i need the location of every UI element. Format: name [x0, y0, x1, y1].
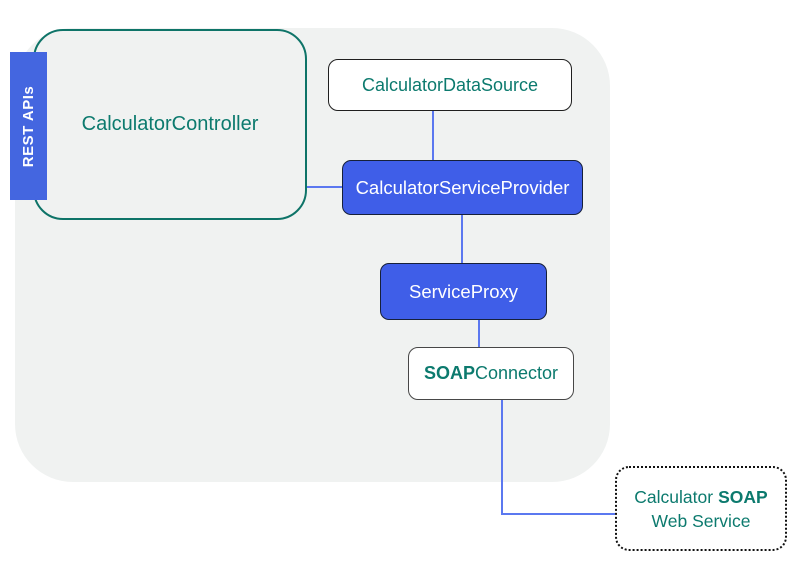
connector-soapconnector-webservice-horizontal: [501, 513, 616, 515]
web-service-line1-bold: SOAP: [718, 486, 768, 507]
connector-controller-serviceprovider: [305, 186, 343, 188]
web-service-line2-text: Web Service: [651, 510, 751, 531]
node-soap-connector: SOAPConnector: [408, 347, 574, 400]
node-calculator-soap-web-service-line2: Web Service: [652, 509, 751, 533]
web-service-line1-prefix: Calculator: [634, 486, 714, 507]
node-soap-connector-label: SOAPConnector: [424, 363, 558, 384]
node-soap-connector-label-bold: SOAP: [423, 363, 475, 383]
node-calculator-controller-label: CalculatorController: [81, 113, 259, 135]
rest-apis-side-label: REST APIs: [10, 52, 47, 200]
connector-serviceprovider-serviceproxy: [461, 214, 463, 264]
node-service-proxy-label: ServiceProxy: [409, 280, 518, 302]
node-service-proxy: ServiceProxy: [380, 263, 547, 320]
node-calculator-controller: CalculatorController: [33, 29, 307, 220]
connector-datasource-serviceprovider: [432, 111, 434, 161]
node-soap-connector-label-regular: Connector: [474, 363, 559, 383]
node-calculator-datasource: CalculatorDataSource: [328, 59, 572, 111]
connector-soapconnector-webservice-vertical: [501, 399, 503, 515]
node-calculator-service-provider-label: CalculatorServiceProvider: [355, 176, 570, 198]
connector-serviceproxy-soapconnector: [478, 319, 480, 348]
node-calculator-datasource-label: CalculatorDataSource: [361, 74, 539, 95]
node-calculator-service-provider: CalculatorServiceProvider: [342, 160, 583, 215]
rest-apis-side-label-text: REST APIs: [20, 85, 37, 167]
